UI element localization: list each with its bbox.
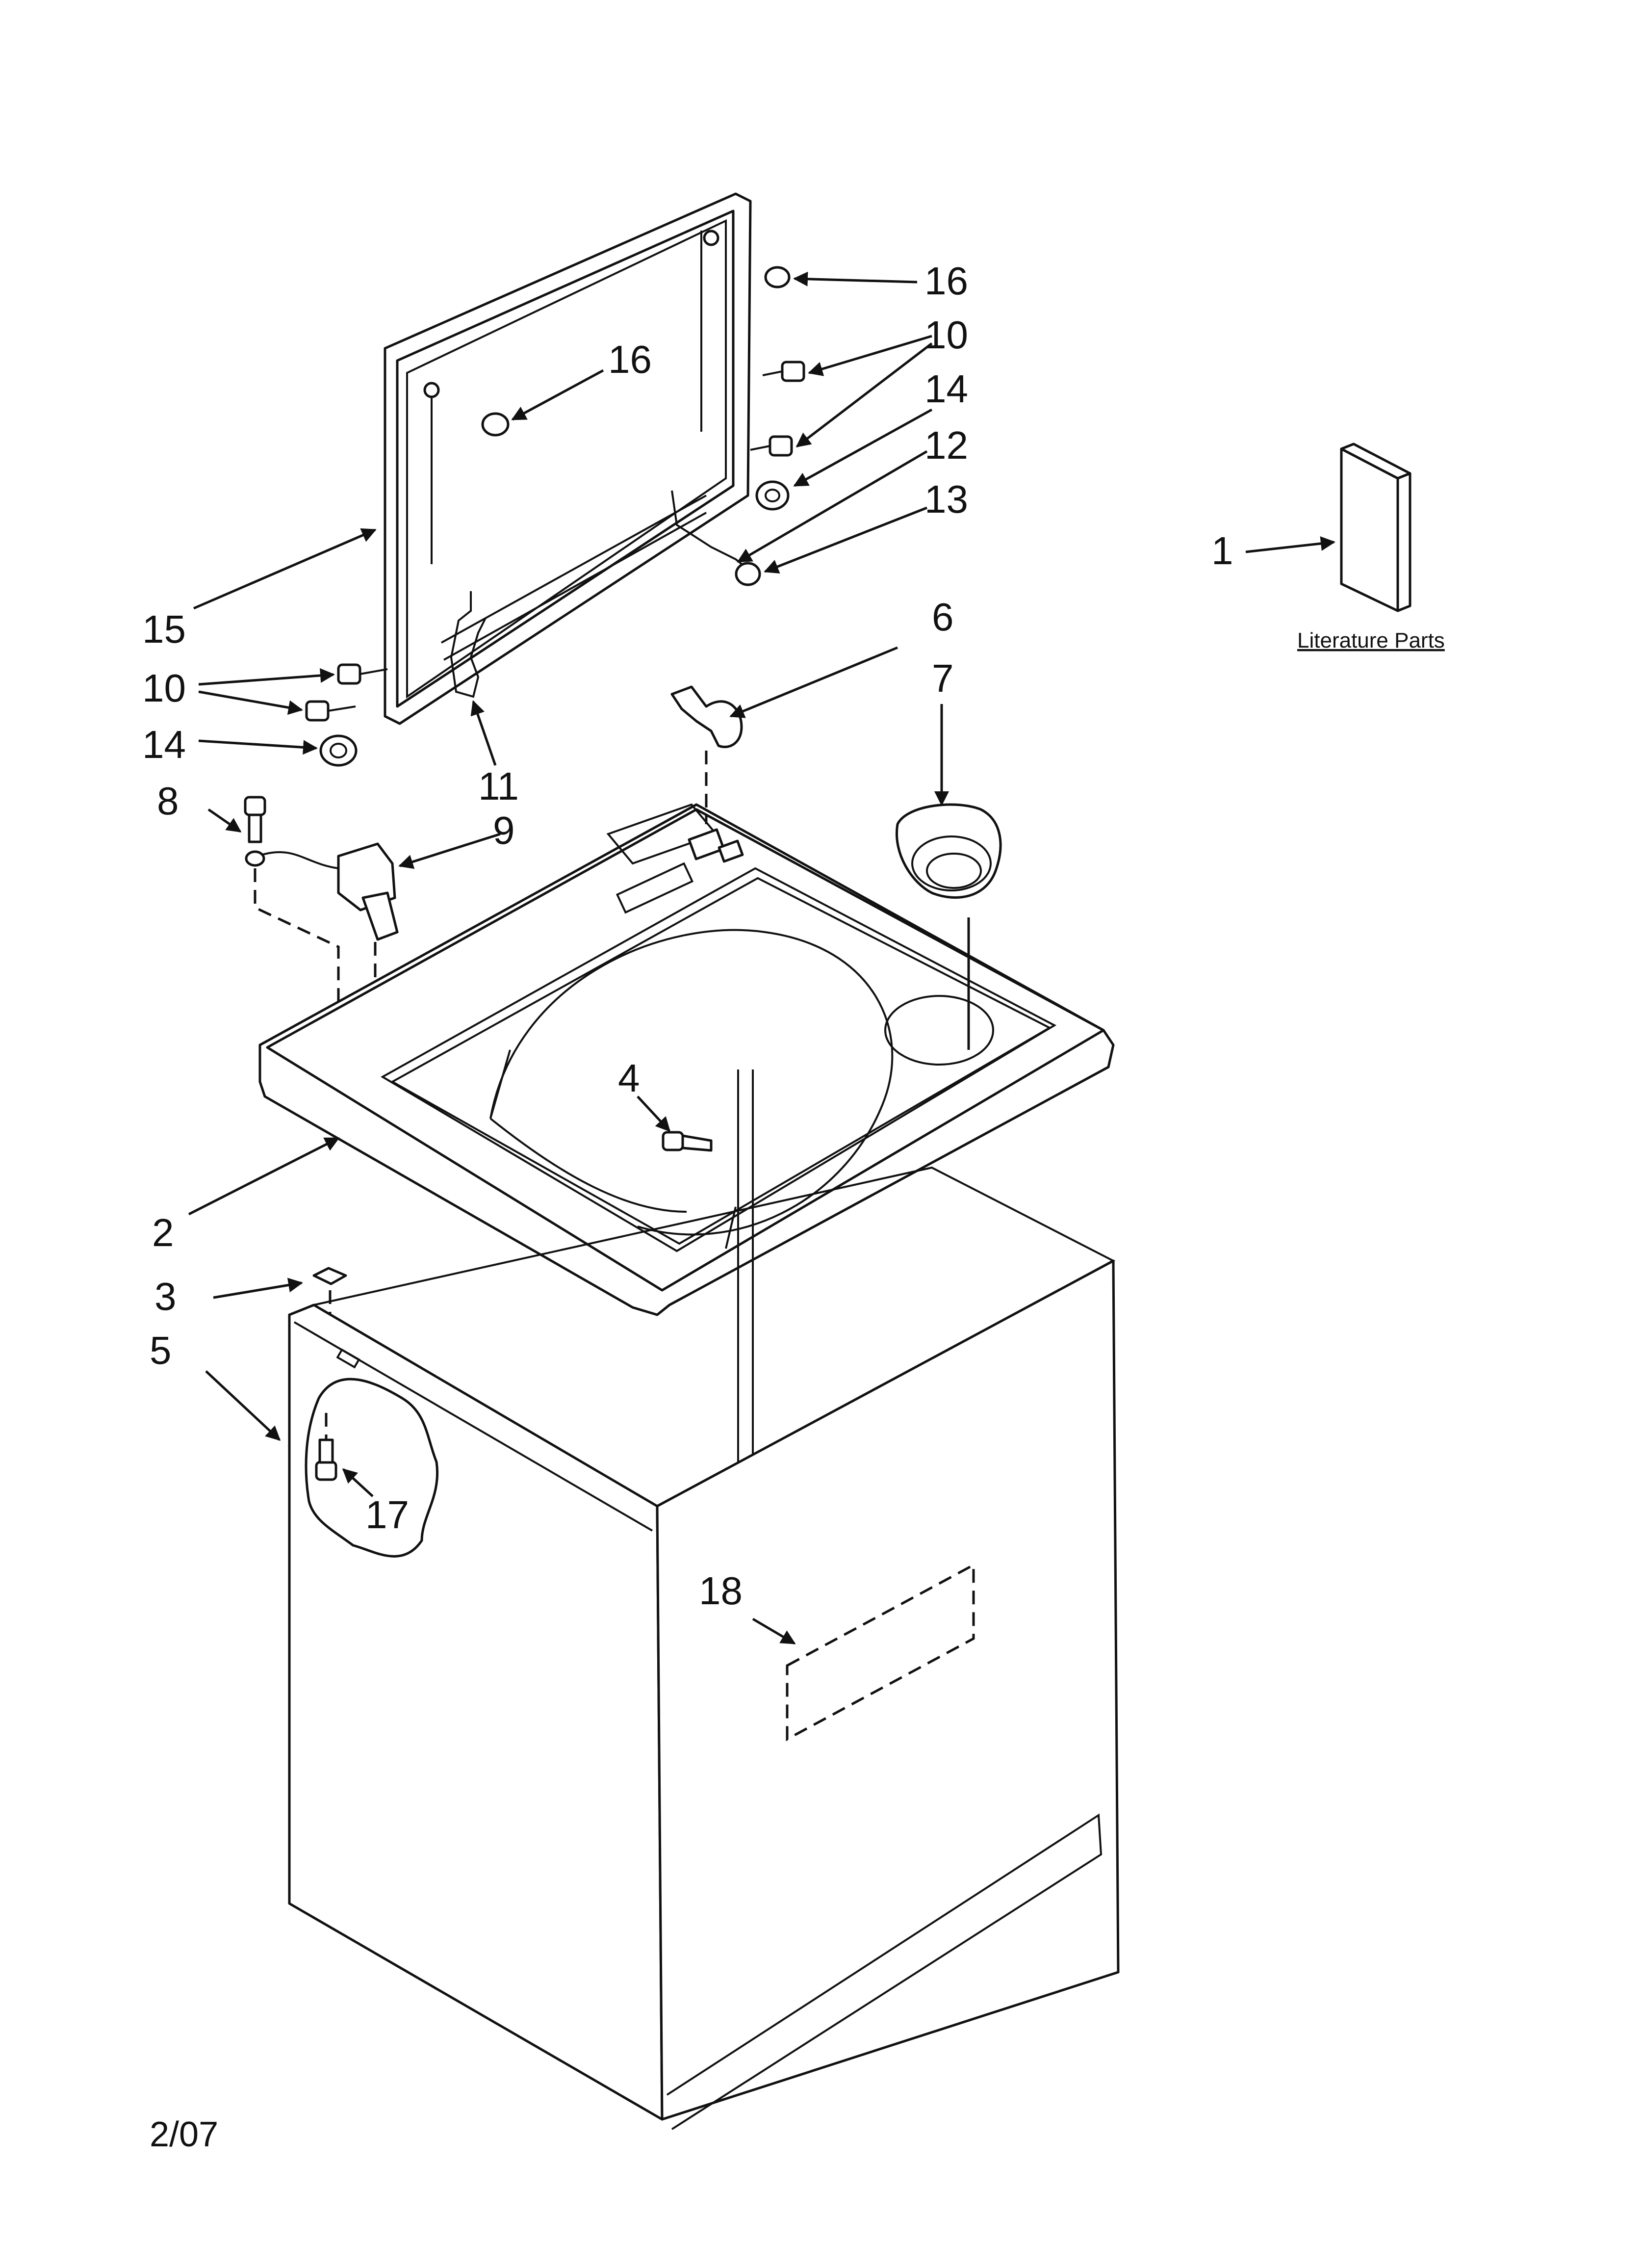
leader-3	[213, 1277, 303, 1299]
leader-13	[764, 506, 927, 574]
callout-5: 5	[150, 1329, 172, 1372]
callout-16b: 16	[924, 259, 968, 303]
leader-4	[637, 1095, 671, 1132]
leader-17	[342, 1468, 374, 1497]
leader-18	[752, 1617, 796, 1645]
leader-16b	[793, 271, 918, 287]
leader-12	[737, 450, 928, 563]
callout-15: 15	[142, 607, 186, 651]
switch-screw	[244, 796, 266, 867]
bushing-left	[319, 734, 358, 767]
lid-screw-right-upper	[762, 361, 805, 382]
callout-16a: 16	[608, 338, 652, 381]
lid-hinge-rod	[450, 490, 749, 698]
lid-assembly	[384, 192, 752, 725]
leader-2	[188, 1137, 340, 1216]
cabinet-clip	[312, 1267, 347, 1285]
cabinet-top	[258, 803, 1115, 1316]
leader-5	[205, 1370, 281, 1441]
leader-15	[193, 528, 377, 610]
lid-screw-right-lower	[750, 435, 793, 457]
lid-screw-left-lower	[305, 700, 356, 722]
leader-6	[729, 646, 898, 718]
top-screw	[662, 1131, 713, 1152]
callout-10b: 10	[142, 666, 186, 710]
lid-bumper-left	[481, 412, 510, 437]
callout-4: 4	[618, 1056, 640, 1100]
rod-end-cap	[735, 562, 761, 586]
literature-parts-label: Literature Parts	[1297, 628, 1445, 652]
callout-9: 9	[493, 808, 515, 852]
callout-14b: 14	[142, 723, 186, 766]
callout-17: 17	[365, 1493, 409, 1537]
callout-7: 7	[932, 656, 954, 700]
leader-1	[1245, 536, 1335, 553]
leader-14b	[198, 739, 318, 755]
callout-18: 18	[699, 1569, 743, 1613]
lid-screw-left-upper	[337, 663, 388, 685]
cabinet	[288, 1166, 1120, 2130]
leader-14a	[793, 408, 933, 487]
callout-11: 11	[478, 764, 519, 808]
hinge-clip	[670, 685, 743, 749]
lid-switch	[257, 842, 399, 941]
bleach-dispenser	[896, 803, 1002, 899]
revision-date: 2/07	[150, 2115, 218, 2154]
lid-bumper-right	[764, 266, 791, 288]
literature-parts	[1340, 443, 1411, 612]
callout-12: 12	[924, 423, 968, 467]
bushing-right	[755, 480, 790, 511]
leader-10a-2	[795, 342, 933, 447]
callout-13: 13	[924, 477, 968, 521]
callout-8: 8	[157, 779, 179, 823]
callout-14a: 14	[924, 367, 968, 411]
leader-10b-2	[198, 690, 303, 715]
leader-10a-1	[808, 335, 932, 376]
callout-6: 6	[932, 595, 954, 639]
callout-2: 2	[152, 1211, 174, 1254]
leader-11	[470, 700, 497, 766]
leader-9	[398, 833, 501, 869]
leader-10b-1	[198, 668, 335, 686]
leader-8	[207, 808, 242, 833]
callout-3: 3	[154, 1275, 177, 1318]
label-area	[786, 1563, 975, 1742]
callout-10a: 10	[924, 313, 968, 357]
callout-1: 1	[1211, 529, 1233, 573]
leader-16a	[511, 369, 604, 421]
cabinet-cutaway	[305, 1378, 438, 1558]
